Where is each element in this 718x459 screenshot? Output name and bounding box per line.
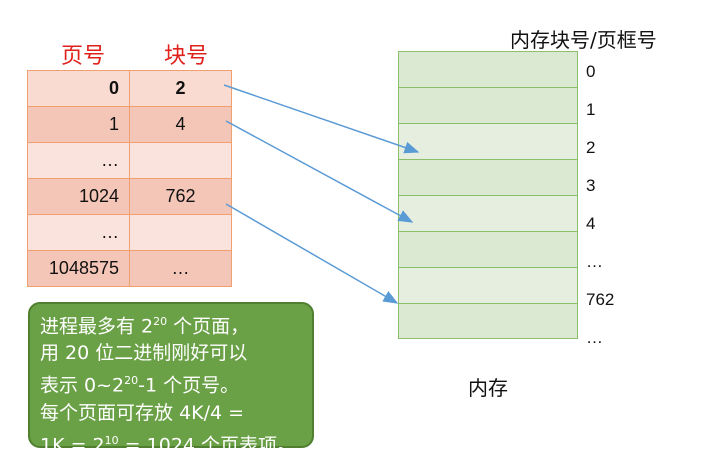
memory-block	[398, 159, 578, 195]
table-row: …	[27, 214, 232, 251]
memory-block	[398, 123, 578, 159]
explanation-callout: 进程最多有 220 个页面， 用 20 位二进制刚好可以 表示 0~220-1 …	[28, 302, 314, 456]
block-index: 4	[586, 214, 596, 233]
memory-block	[398, 231, 578, 267]
block-index: 2	[586, 138, 596, 157]
block-index: 3	[586, 176, 596, 195]
page-number-header: 页号	[61, 44, 106, 69]
page-table: 0 2 1 4 … 1024 762 … 1048575 …	[27, 70, 232, 287]
memory-blocks	[398, 51, 578, 339]
block-cell: …	[129, 250, 232, 287]
table-row: 1048575 …	[27, 250, 232, 287]
mapping-arrows	[223, 84, 420, 304]
page-cell: 1048575	[27, 250, 130, 287]
note-line: 1K = 210 = 1024 个页表项。	[40, 433, 297, 456]
block-cell	[129, 214, 232, 251]
page-cell: 1024	[27, 178, 130, 215]
block-index: 0	[586, 62, 596, 81]
block-index: …	[586, 252, 603, 271]
note-line: 表示 0~220-1 个页号。	[40, 374, 240, 397]
block-cell: 762	[129, 178, 232, 215]
page-cell: 1	[27, 106, 130, 143]
memory-block	[398, 195, 578, 231]
table-row: 1024 762	[27, 178, 232, 215]
block-cell: 4	[129, 106, 232, 143]
block-number-header: 块号	[164, 44, 209, 69]
page-cell: 0	[27, 70, 130, 107]
block-index: 1	[586, 100, 596, 119]
table-row: 1 4	[27, 106, 232, 143]
block-index: 762	[586, 290, 615, 309]
arrow-page1-to-block4	[225, 120, 414, 223]
memory-block	[398, 51, 578, 87]
memory-label: 内存	[468, 376, 508, 400]
page-cell: …	[27, 142, 130, 179]
table-row: …	[27, 142, 232, 179]
memory-block	[398, 303, 578, 339]
arrow-page1024-to-block762	[225, 203, 399, 304]
note-line: 进程最多有 220 个页面，	[40, 315, 250, 338]
block-index: …	[586, 328, 603, 347]
memory-block	[398, 267, 578, 303]
memory-title: 内存块号/页框号	[510, 28, 657, 52]
note-line: 用 20 位二进制刚好可以	[40, 342, 248, 365]
memory-block	[398, 87, 578, 123]
note-line: 每个页面可存放 4K/4 =	[40, 401, 245, 424]
arrow-page0-to-block2	[223, 84, 420, 154]
